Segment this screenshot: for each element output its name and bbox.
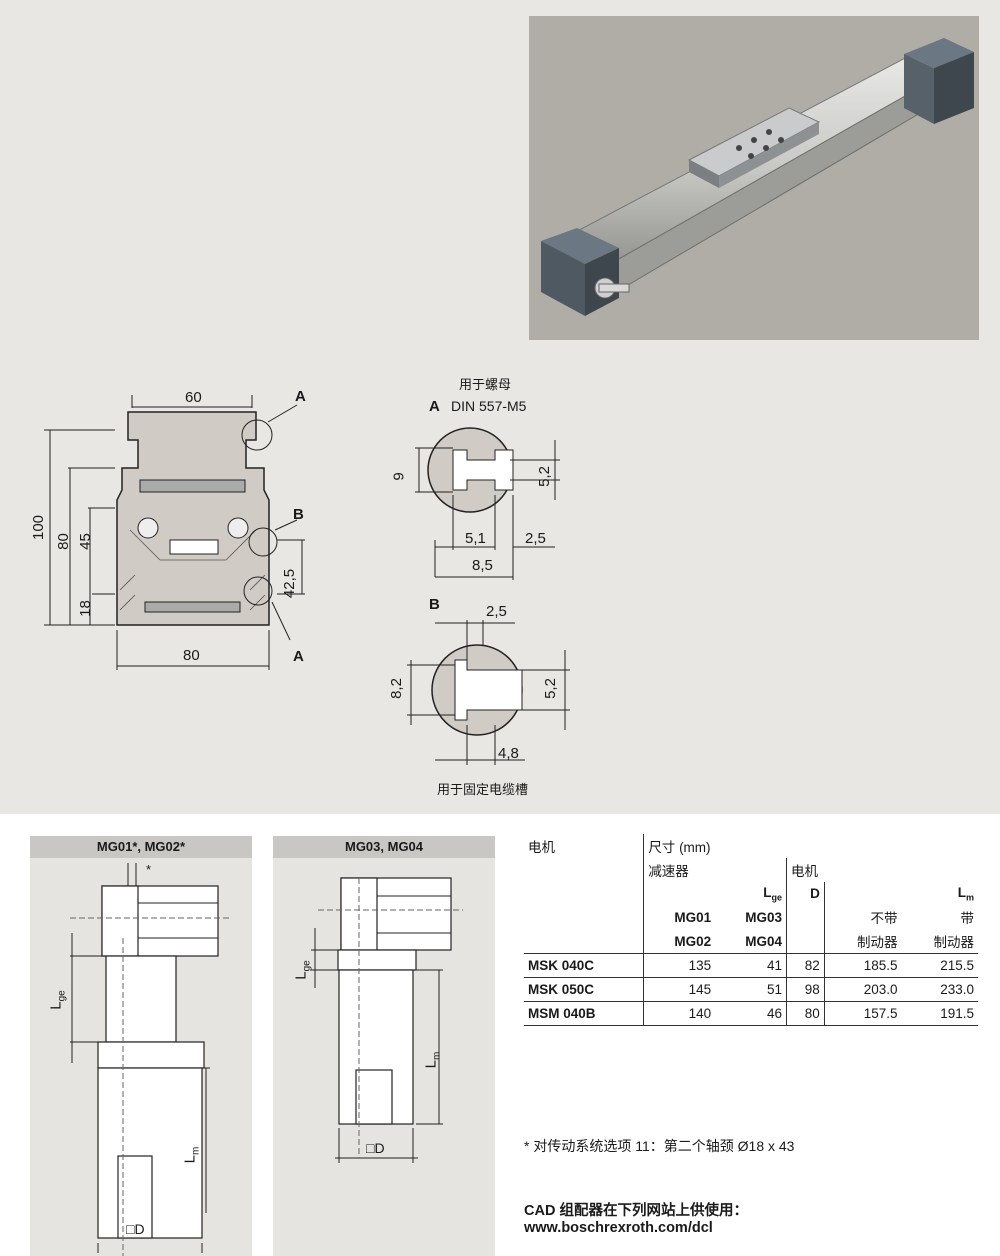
mg03-d-label: □D — [366, 1140, 385, 1156]
panel-mg03-mg04-title: MG03, MG04 — [273, 836, 495, 858]
detail-a-spec: DIN 557-M5 — [451, 398, 527, 414]
cell-nobrake: 203.0 — [823, 977, 902, 1002]
detail-b-dim-2-5: 2,5 — [486, 603, 507, 620]
th-mg03: MG03 — [745, 909, 782, 925]
th-brake-2: 制动器 — [933, 935, 975, 950]
product-photo — [529, 16, 979, 340]
cell-mg12: 135 — [643, 953, 716, 978]
cell-mg12: 140 — [643, 1001, 716, 1026]
dim-height-18: 18 — [76, 600, 94, 617]
th-mg04: MG04 — [745, 933, 782, 949]
detail-b-drawing — [407, 620, 570, 765]
detail-b-dim-5-2: 5,2 — [541, 678, 559, 699]
callout-a-bottom: A — [293, 648, 304, 665]
panel-mg01-mg02-title: MG01*, MG02* — [30, 836, 252, 858]
dim-height-45: 45 — [76, 533, 94, 550]
table-header-row-3: Lge D Lm — [524, 882, 978, 905]
cell-d: 80 — [785, 1001, 825, 1026]
th-no-brake-2: 制动器 — [823, 929, 902, 954]
table-header-row-2: 减速器 电机 — [524, 858, 978, 882]
th-lm: Lm — [957, 884, 974, 903]
dim-height-42-5: 42,5 — [281, 568, 299, 599]
cell-mg34: 51 — [766, 982, 782, 997]
cell-motor: MSM 040B — [528, 1006, 596, 1021]
detail-a-dim-9: 9 — [390, 472, 408, 481]
profile-cross-section — [44, 395, 305, 670]
table-header-row-5: MG02 MG04 制动器 制动器 — [524, 929, 978, 954]
dim-width-top: 60 — [185, 389, 202, 406]
cell-motor: MSK 040C — [528, 958, 595, 973]
detail-b-caption: 用于固定电缆槽 — [437, 783, 529, 798]
mg01-lge-label: Lge — [47, 990, 68, 1010]
mg01-drawing — [70, 863, 230, 1256]
table-row: MSK 050C 145 51 98 203.0 233.0 — [524, 977, 978, 1002]
detail-a-dim-2-5: 2,5 — [525, 530, 546, 547]
detail-a-drawing — [415, 427, 560, 580]
detail-a-dim-5-2: 5,2 — [535, 466, 553, 487]
table-row: MSK 040C 135 41 82 185.5 215.5 — [524, 953, 978, 978]
th-no-brake-1: 不带 — [823, 905, 902, 929]
mg03-lm-label: Lm — [422, 1051, 443, 1069]
cell-nobrake: 157.5 — [823, 1001, 902, 1026]
th-motor2: 电机 — [785, 858, 978, 882]
dimension-table: 电机 尺寸 (mm) 减速器 电机 Lge D Lm MG01 MG03 不带 … — [524, 834, 978, 1026]
dim-height-100: 100 — [30, 514, 48, 541]
table-header-row-4: MG01 MG03 不带 带 — [524, 905, 978, 929]
mg01-d-label: □D — [126, 1221, 145, 1237]
cell-brake: 233.0 — [940, 982, 974, 997]
detail-a-dim-8-5: 8,5 — [472, 557, 493, 574]
dim-width-bottom: 80 — [183, 647, 200, 664]
callout-b: B — [293, 506, 304, 523]
th-mg02: MG02 — [643, 929, 716, 954]
dim-height-80: 80 — [54, 533, 72, 550]
table-header-row-1: 电机 尺寸 (mm) — [524, 834, 978, 858]
mg01-lm-label: Lm — [181, 1146, 202, 1164]
linear-module-image — [541, 38, 974, 316]
cell-mg34: 41 — [766, 958, 782, 973]
cad-url-link[interactable]: www.boschrexroth.com/dcl — [524, 1220, 713, 1236]
detail-b-dim-4-8: 4,8 — [498, 745, 519, 762]
cad-note: CAD 组配器在下列网站上供使用： — [524, 1203, 748, 1219]
cell-motor: MSK 050C — [528, 982, 595, 997]
cell-d: 98 — [785, 977, 825, 1002]
cell-nobrake: 185.5 — [823, 953, 902, 978]
th-dims: 尺寸 (mm) — [643, 834, 787, 858]
cell-mg34: 46 — [766, 1006, 782, 1021]
table-row: MSM 040B 140 46 80 157.5 191.5 — [524, 1001, 978, 1026]
detail-b-letter: B — [429, 596, 440, 613]
mg01-star: * — [146, 862, 152, 877]
cell-mg12: 145 — [643, 977, 716, 1002]
cell-brake: 191.5 — [940, 1006, 974, 1021]
th-d: D — [785, 882, 825, 905]
cell-brake: 215.5 — [940, 958, 974, 973]
mg03-drawing — [311, 877, 463, 1163]
th-mg01: MG01 — [643, 905, 716, 929]
callout-a-top: A — [295, 388, 306, 405]
th-reducer: 减速器 — [643, 858, 787, 882]
th-motor: 电机 — [528, 840, 555, 855]
detail-a-heading: 用于螺母 — [459, 378, 512, 393]
th-lge: Lge — [763, 884, 782, 903]
mg03-lge-label: Lge — [292, 960, 313, 980]
detail-a-dim-5-1: 5,1 — [465, 530, 486, 547]
footnote: * 对传动系统选项 11：第二个轴颈 Ø18 x 43 — [524, 1138, 795, 1154]
detail-a-letter: A — [429, 398, 440, 415]
cell-d: 82 — [785, 953, 825, 978]
detail-b-dim-8-2: 8,2 — [387, 678, 405, 699]
th-brake-1: 带 — [960, 911, 975, 926]
